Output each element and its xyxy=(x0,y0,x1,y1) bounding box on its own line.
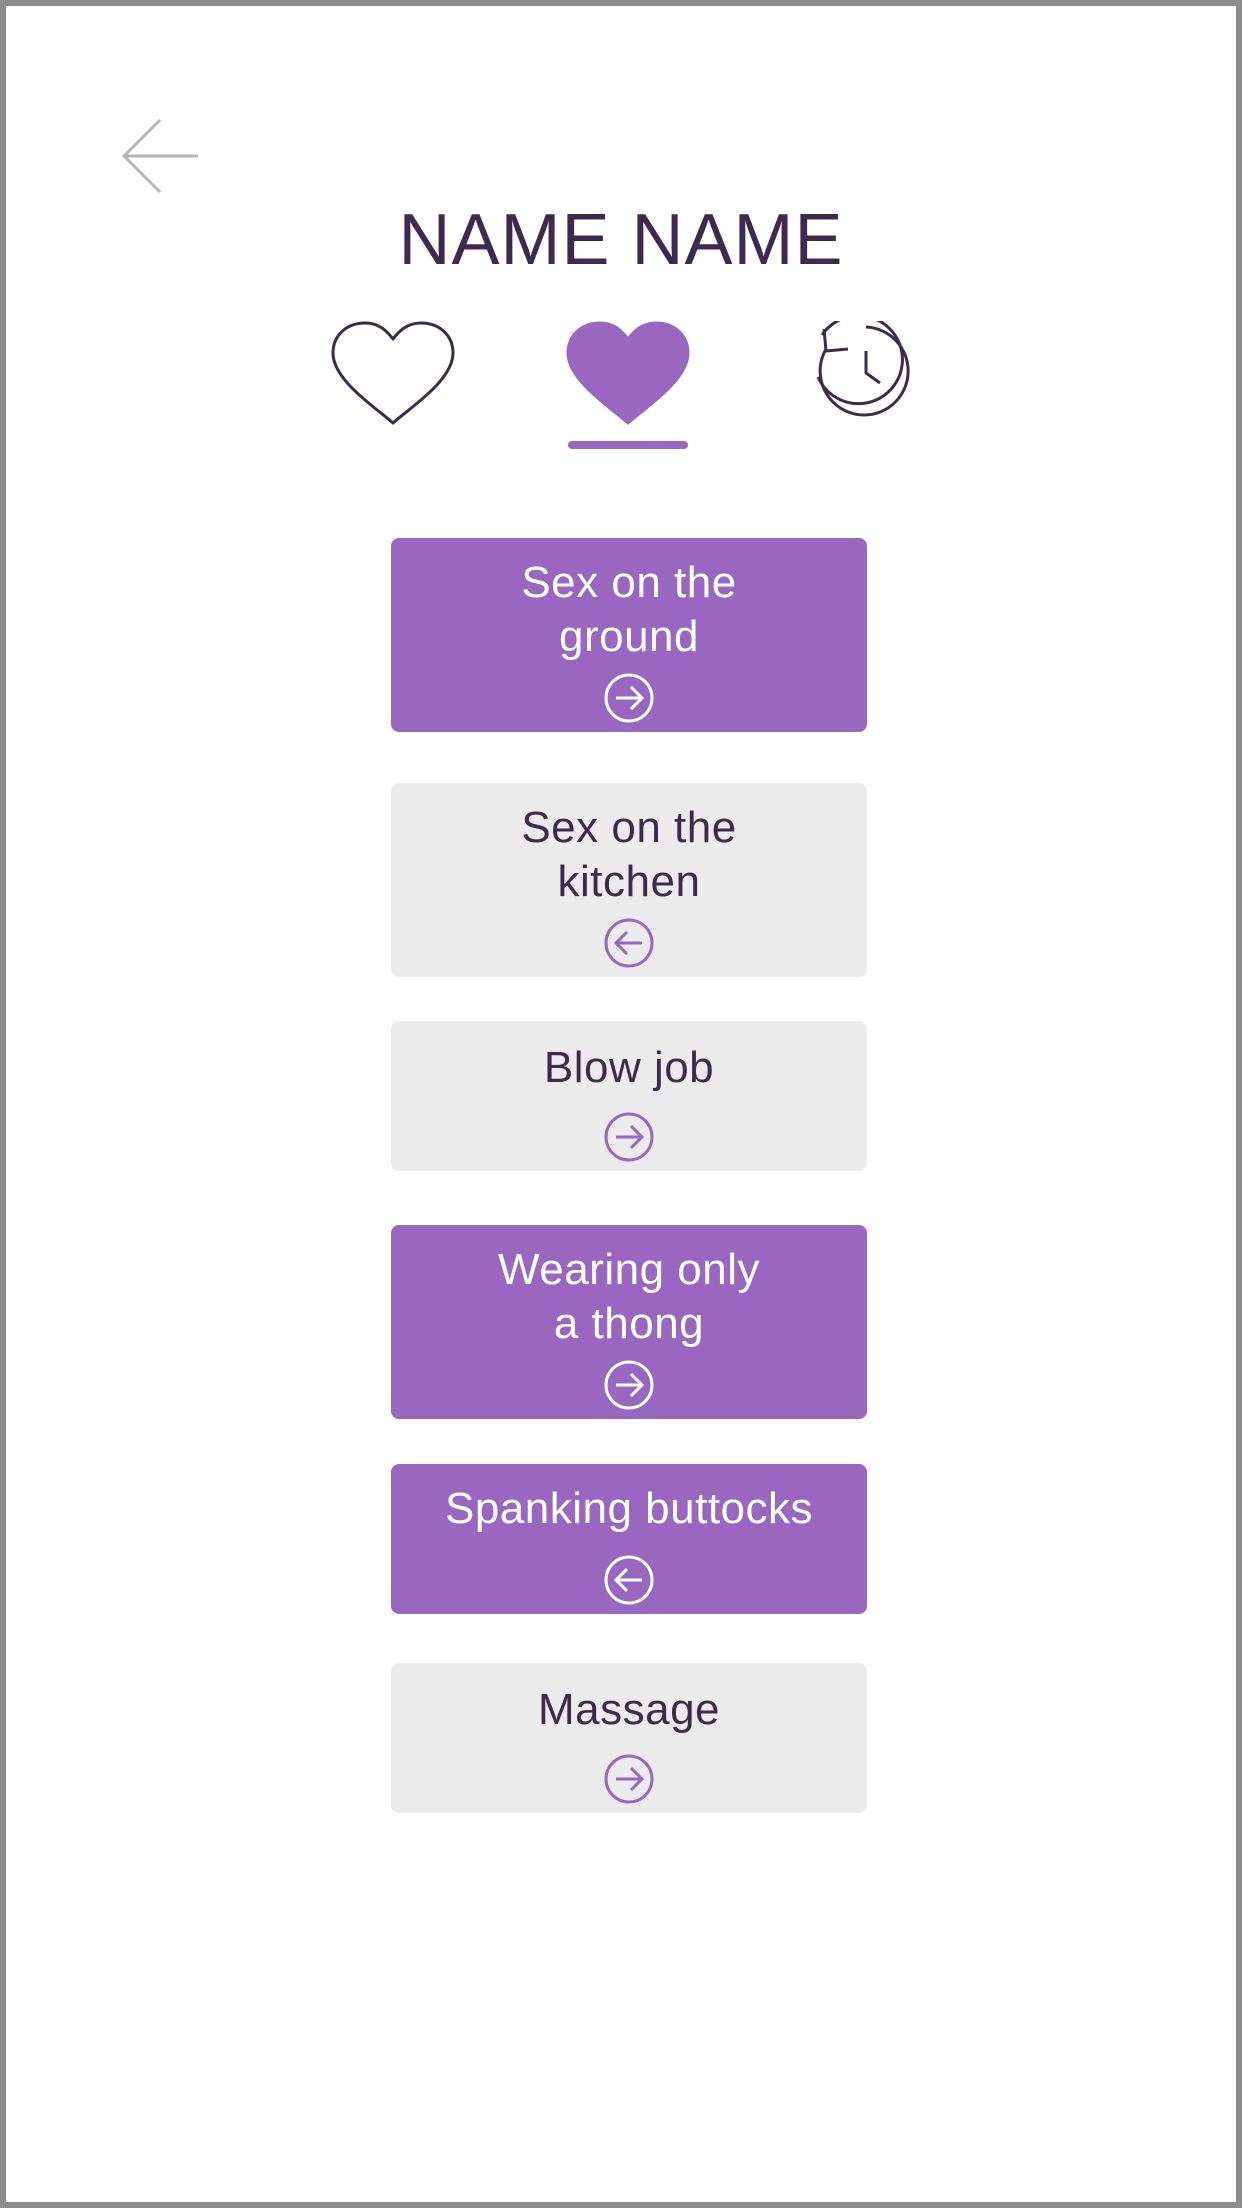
tab-favorites-filled[interactable] xyxy=(558,321,698,461)
card-label: Sex on the ground xyxy=(521,558,737,661)
card-sex-on-the-ground[interactable]: Sex on the ground xyxy=(391,538,867,732)
card-label: Sex on the kitchen xyxy=(521,803,737,906)
tab-favorites-outline[interactable] xyxy=(323,321,463,461)
arrow-left-circle-icon[interactable] xyxy=(603,917,655,969)
arrow-right-circle-icon[interactable] xyxy=(603,1359,655,1411)
arrow-left-circle-icon[interactable] xyxy=(603,1554,655,1606)
arrow-right-circle-icon[interactable] xyxy=(603,1111,655,1163)
back-button[interactable] xyxy=(114,112,202,200)
card-label: Massage xyxy=(537,1685,721,1734)
tab-history[interactable] xyxy=(796,321,936,461)
arrow-left-icon xyxy=(121,118,198,194)
history-icon xyxy=(816,321,910,417)
tab-bar xyxy=(6,321,1236,461)
card-wearing-only-a-thong[interactable]: Wearing only a thong xyxy=(391,1225,867,1419)
card-sex-on-the-kitchen[interactable]: Sex on the kitchen xyxy=(391,783,867,977)
card-label: Wearing only a thong xyxy=(498,1245,760,1348)
card-blow-job[interactable]: Blow job xyxy=(391,1021,867,1171)
arrow-right-circle-icon[interactable] xyxy=(603,1753,655,1805)
card-label: Spanking buttocks xyxy=(444,1484,814,1533)
arrow-right-circle-icon[interactable] xyxy=(603,672,655,724)
active-tab-indicator xyxy=(568,441,688,449)
card-label: Blow job xyxy=(543,1043,715,1092)
card-massage[interactable]: Massage xyxy=(391,1663,867,1813)
heart-filled-icon xyxy=(566,321,690,425)
card-spanking-buttocks[interactable]: Spanking buttocks xyxy=(391,1464,867,1614)
page-title: NAME NAME xyxy=(398,200,844,280)
heart-outline-icon xyxy=(331,321,455,425)
